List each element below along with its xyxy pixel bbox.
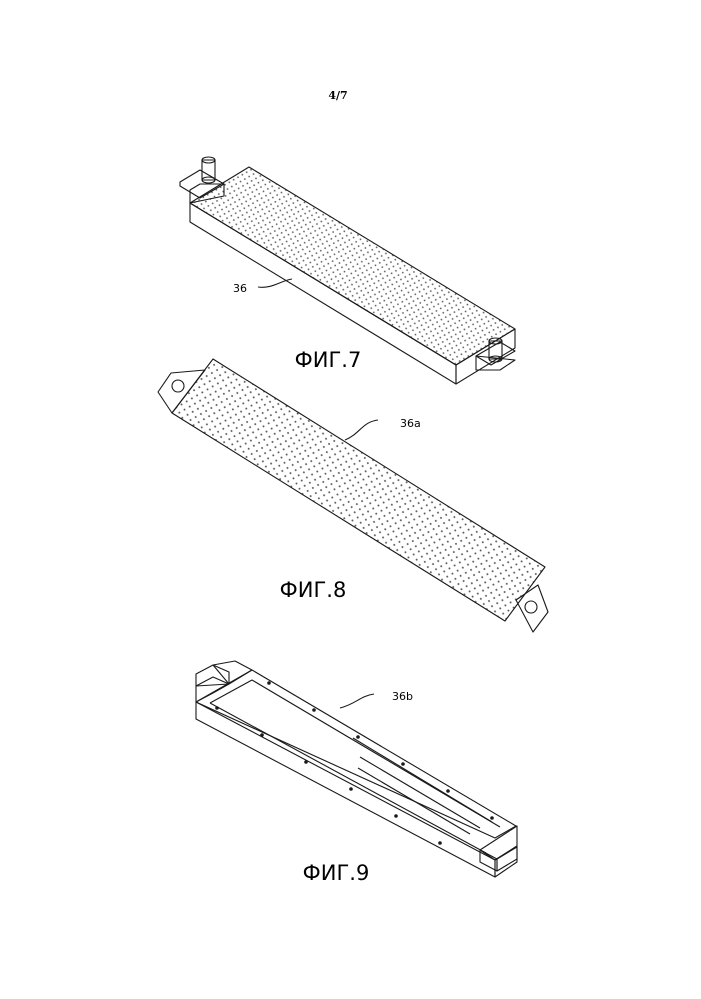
figure-8-caption: ФИГ.8 bbox=[280, 578, 347, 602]
reference-numeral-36a: 36a bbox=[400, 417, 421, 430]
figure-9: 36b ФИГ.9 bbox=[196, 661, 517, 885]
figure-7-caption: ФИГ.7 bbox=[295, 348, 362, 372]
figure-9-caption: ФИГ.9 bbox=[303, 861, 370, 885]
page-number: 4/7 bbox=[328, 89, 347, 102]
figure-7: 36 ФИГ.7 bbox=[180, 157, 515, 384]
reference-numeral-36: 36 bbox=[233, 282, 247, 295]
figure-9-device-drawing bbox=[196, 661, 517, 877]
figure-8: 36a ФИГ.8 bbox=[158, 359, 548, 632]
figure-8-device-drawing bbox=[158, 359, 548, 632]
reference-numeral-36b: 36b bbox=[392, 690, 413, 703]
